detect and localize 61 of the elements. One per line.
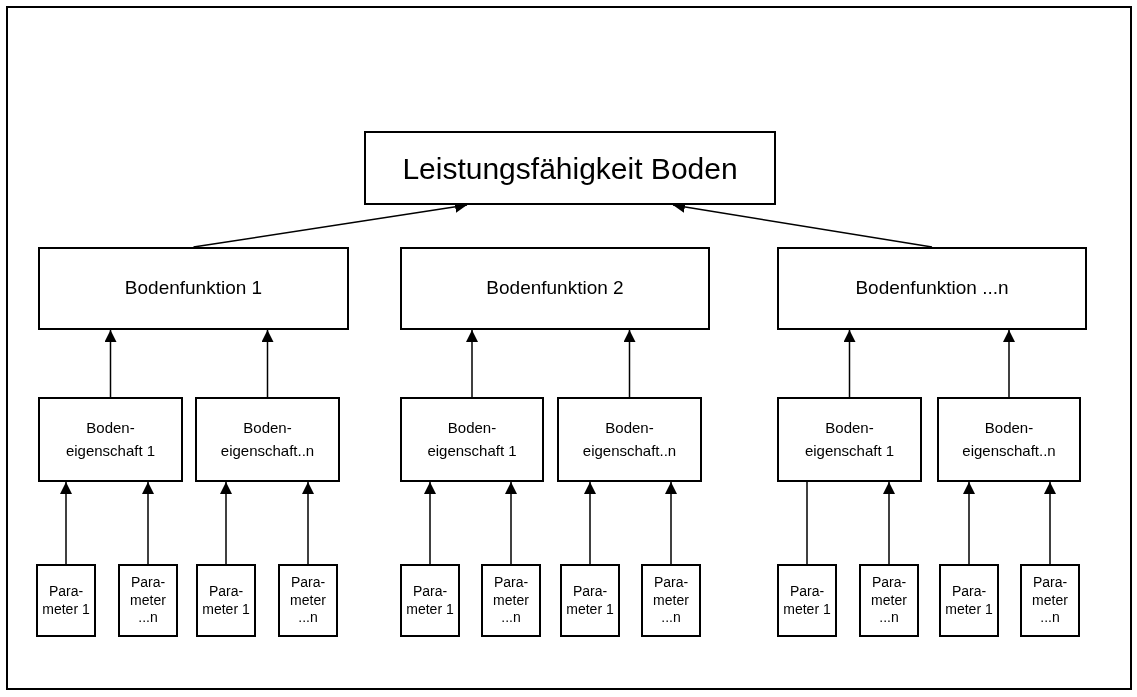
box-label: Para- meter 1 [41,583,91,618]
arrow [665,481,677,565]
parameter-box [1020,564,1080,637]
box-label: Boden- eigenschaft 1 [426,418,518,461]
parameter-box [481,564,541,637]
parameter-box [859,564,919,637]
box-label: Boden- eigenschaft..n [219,418,316,461]
box-label: Leistungsfähigkeit Boden [402,150,738,187]
arrow [1003,329,1015,398]
box-label: Boden- eigenschaft..n [581,418,678,461]
parameter-box [641,564,701,637]
arrow [843,329,856,398]
function-box [777,247,1087,330]
box-label: Para- meter 1 [405,583,455,618]
function-box [38,247,349,330]
box-label: Para- meter ...n [492,574,530,627]
arrow [883,481,895,565]
arrow [302,481,314,565]
property-box [937,397,1081,482]
box-label: Para- meter 1 [782,583,832,618]
parameter-box [118,564,178,637]
goal-box [364,131,776,205]
property-box [195,397,340,482]
parameter-box [939,564,999,637]
arrow [623,329,636,398]
box-label: Boden- eigenschaft 1 [803,418,896,461]
box-label: Boden- eigenschaft..n [961,418,1057,461]
parameter-box [400,564,460,637]
parameter-box [278,564,338,637]
box-label: Para- meter 1 [944,583,994,618]
arrow [142,481,154,565]
arrow [104,329,117,398]
box-label: Boden- eigenschaft 1 [64,418,157,461]
property-box [38,397,183,482]
box-label: Bodenfunktion 2 [486,276,624,301]
box-label: Para- meter 1 [201,583,251,618]
box-label: Bodenfunktion ...n [855,276,1009,301]
arrow [220,481,232,565]
box-label: Para- meter ...n [289,574,327,627]
parameter-box [36,564,96,637]
property-box [777,397,922,482]
box-label: Para- meter ...n [1031,574,1069,627]
arrow [505,481,517,565]
box-label: Para- meter ...n [652,574,690,627]
arrow [963,481,975,565]
arrow [60,481,72,565]
arrow [466,329,478,398]
function-box [400,247,710,330]
box-label: Bodenfunktion 1 [124,276,263,301]
box-label: Para- meter ...n [870,574,908,627]
box-label: Para- meter ...n [129,574,167,627]
arrow [584,481,596,565]
parameter-box [560,564,620,637]
arrow [261,329,274,398]
parameter-box [196,564,256,637]
property-box [400,397,544,482]
arrow [424,481,436,565]
box-label: Para- meter 1 [565,583,615,618]
parameter-box [777,564,837,637]
property-box [557,397,702,482]
arrow [1044,481,1056,565]
